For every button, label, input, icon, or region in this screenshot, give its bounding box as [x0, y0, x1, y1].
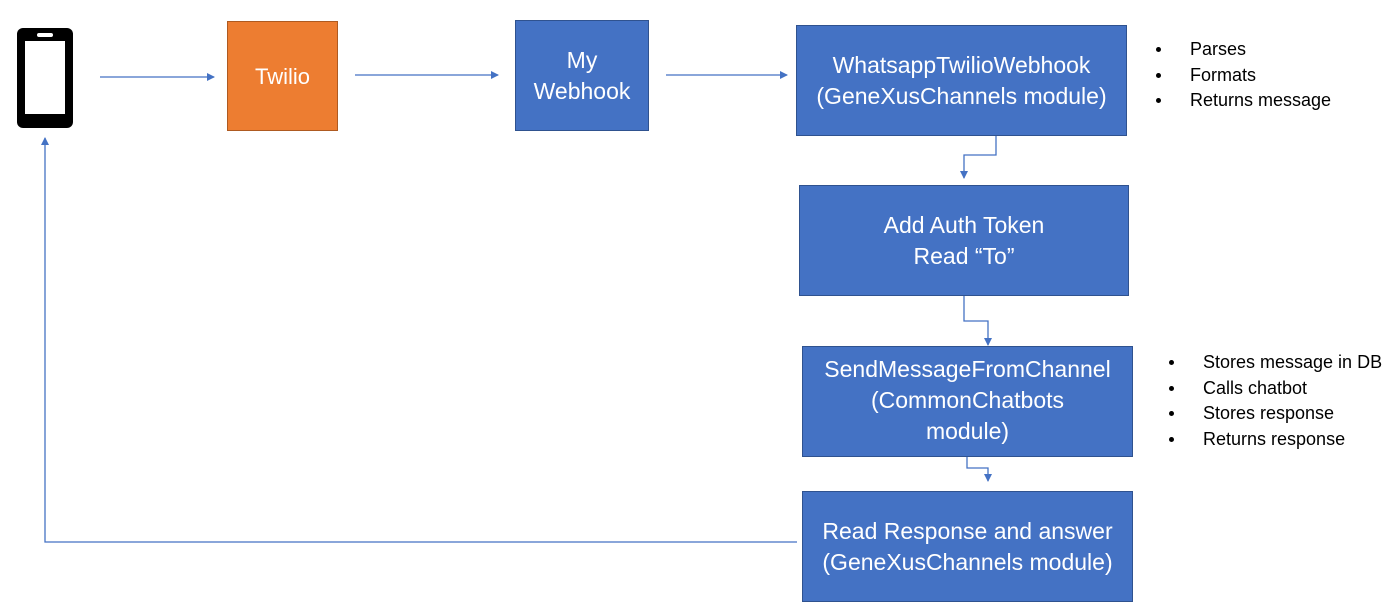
arrow-auth-to-send: [963, 296, 992, 346]
arrow-send-to-read: [966, 457, 992, 482]
twilio-label: Twilio: [254, 63, 310, 89]
auth-token-node: Add Auth Token Read “To”: [799, 185, 1129, 296]
webhook-notes: Parses Formats Returns message: [1156, 37, 1331, 114]
whatsapp-twilio-webhook-node: WhatsappTwilioWebhook (GeneXusChannels m…: [796, 25, 1127, 136]
send-note-item: Calls chatbot: [1169, 376, 1382, 402]
send-note-item: Stores response: [1169, 401, 1382, 427]
twilio-node: Twilio: [227, 21, 338, 131]
send-message-label-line3: module): [925, 417, 1010, 444]
read-response-node: Read Response and answer (GeneXusChannel…: [802, 491, 1133, 602]
my-webhook-label-line1: My: [566, 46, 598, 73]
send-message-notes: Stores message in DB Calls chatbot Store…: [1169, 350, 1382, 453]
arrow-whatsapp-to-auth: [960, 136, 997, 179]
send-note-item: Stores message in DB: [1169, 350, 1382, 376]
whatsapp-webhook-label-line2: (GeneXusChannels module): [816, 82, 1107, 109]
whatsapp-webhook-label-line1: WhatsappTwilioWebhook: [832, 51, 1091, 78]
my-webhook-node: My Webhook: [515, 20, 649, 131]
webhook-note-item: Parses: [1156, 37, 1331, 63]
send-message-label-line1: SendMessageFromChannel: [824, 355, 1111, 382]
smartphone-icon: [17, 28, 73, 128]
my-webhook-label-line2: Webhook: [533, 77, 631, 104]
arrow-read-to-phone: [41, 137, 797, 543]
webhook-note-item: Returns message: [1156, 88, 1331, 114]
auth-token-label-line1: Add Auth Token: [883, 211, 1045, 238]
send-message-node: SendMessageFromChannel (CommonChatbots m…: [802, 346, 1133, 457]
webhook-note-item: Formats: [1156, 63, 1331, 89]
read-response-label-line1: Read Response and answer: [822, 517, 1113, 544]
auth-token-label-line2: Read “To”: [913, 242, 1015, 269]
send-note-item: Returns response: [1169, 427, 1382, 453]
read-response-label-line2: (GeneXusChannels module): [822, 548, 1113, 575]
send-message-label-line2: (CommonChatbots: [870, 386, 1065, 413]
